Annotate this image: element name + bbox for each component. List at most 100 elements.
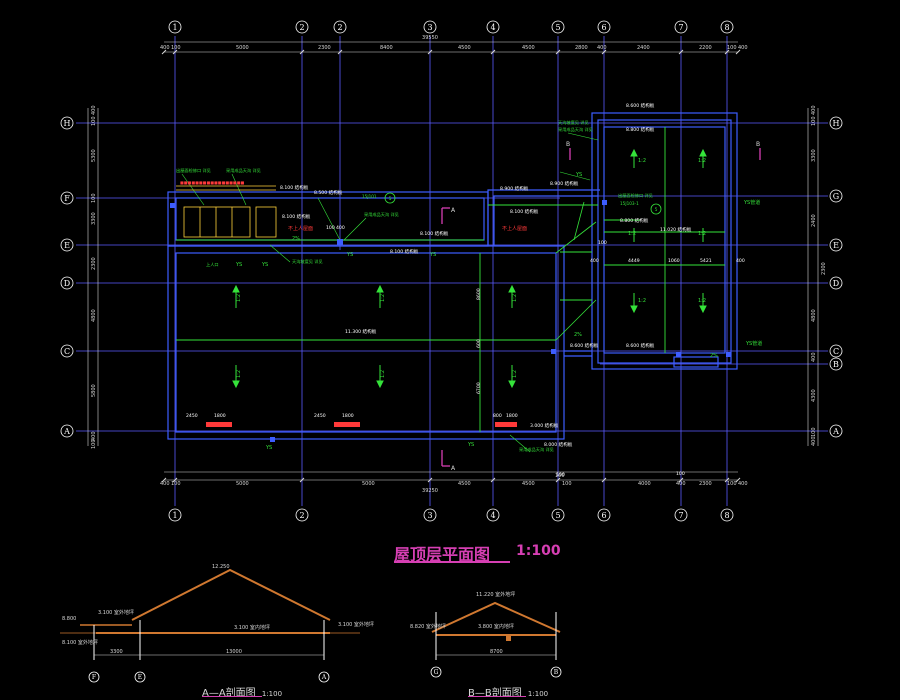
roof-lines: [176, 127, 725, 432]
svg-text:E: E: [833, 241, 839, 250]
svg-text:400: 400: [336, 225, 345, 231]
hip-lines: [555, 201, 597, 341]
svg-text:YS: YS: [429, 252, 436, 258]
stair-detail: [176, 185, 277, 238]
dim-top-total: 39550: [422, 35, 438, 41]
svg-text:2450: 2450: [314, 413, 326, 419]
svg-text:B: B: [554, 669, 559, 676]
svg-text:3300: 3300: [811, 149, 817, 162]
svg-text:1:2: 1:2: [638, 298, 646, 304]
svg-text:YS: YS: [575, 172, 582, 178]
svg-text:8.600 结构板: 8.600 结构板: [570, 342, 599, 349]
svg-text:4800: 4800: [811, 309, 817, 322]
svg-text:15J103-1: 15J103-1: [620, 201, 639, 206]
svg-text:8.600 结构板: 8.600 结构板: [626, 342, 655, 349]
svg-text:2300: 2300: [821, 262, 827, 275]
svg-text:100: 100: [598, 240, 607, 246]
hatch-box-labels: ■■■■■■■■■■■■■■■■■: [180, 180, 244, 185]
svg-text:100: 100: [562, 481, 572, 487]
svg-text:1:2: 1:2: [698, 298, 706, 304]
dimension-lines: [87, 41, 819, 481]
svg-text:F: F: [64, 194, 70, 203]
left-dimension-text: 400 100 5300 100 3300 2300 4800 5800 400…: [91, 105, 97, 449]
svg-text:2: 2: [337, 23, 342, 32]
svg-text:3.100 室外地坪: 3.100 室外地坪: [338, 621, 374, 628]
svg-text:8.600 结构板: 8.600 结构板: [626, 102, 655, 109]
svg-text:8.100 结构板: 8.100 结构板: [510, 208, 539, 215]
column-bubbles-top: [168, 20, 734, 34]
svg-text:11.220 室外地坪: 11.220 室外地坪: [476, 591, 515, 598]
drain-points: [170, 200, 731, 442]
svg-text:3.100 室内地坪: 3.100 室内地坪: [234, 624, 270, 631]
svg-text:2%: 2%: [292, 236, 300, 242]
section-marker-labels: A A B B: [451, 141, 760, 472]
svg-text:5: 5: [655, 207, 658, 213]
grid-lines: [76, 36, 828, 506]
svg-text:1:2: 1:2: [512, 370, 518, 378]
svg-text:400: 400: [811, 436, 817, 446]
ys-labels: YS YS YS YS YS管道 YS管道 YS YS 2% 2% 2% YS: [235, 172, 762, 451]
top-dimension-text: 39550 400 100 5000 2300 8400 4500 4500 2…: [160, 35, 748, 51]
main-title-underline: [394, 561, 510, 563]
svg-text:8.100 结构板: 8.100 结构板: [420, 230, 449, 237]
svg-text:8.100 结构板: 8.100 结构板: [280, 184, 309, 191]
svg-text:A: A: [451, 465, 456, 472]
svg-text:A: A: [63, 427, 70, 436]
svg-text:2400: 2400: [637, 45, 650, 51]
svg-text:G: G: [434, 669, 439, 676]
svg-text:100: 100: [811, 116, 817, 126]
svg-text:1:2: 1:2: [698, 231, 706, 237]
svg-text:D: D: [64, 279, 70, 288]
svg-text:3.800 室内地坪: 3.800 室内地坪: [478, 623, 514, 630]
svg-text:8: 8: [724, 511, 729, 520]
svg-text:1800: 1800: [506, 413, 518, 419]
svg-text:A: A: [451, 207, 456, 214]
svg-text:8.100 结构板: 8.100 结构板: [390, 248, 419, 255]
section-bb-underline: [468, 696, 526, 697]
svg-text:A: A: [321, 674, 327, 681]
svg-text:100: 100: [91, 193, 97, 203]
svg-text:1:2: 1:2: [628, 231, 636, 237]
svg-text:400: 400: [160, 45, 170, 51]
svg-text:400: 400: [736, 258, 745, 264]
main-title: 屋顶层平面图: [394, 545, 491, 564]
section-bb-scale: 1:100: [527, 690, 549, 698]
svg-text:■■■■■■■■■■■■■■■■■: ■■■■■■■■■■■■■■■■■: [180, 180, 244, 185]
section-bb: 11.220 室外地坪 8.820 室外地坪 3.800 室内地坪 8700 G…: [410, 591, 562, 678]
svg-text:YS: YS: [235, 262, 242, 268]
detail-index-labels: 5 5: [389, 196, 658, 213]
svg-text:12.250: 12.250: [212, 564, 230, 570]
svg-text:1800: 1800: [214, 413, 226, 419]
leader-lines: [181, 132, 599, 453]
svg-text:3: 3: [427, 511, 432, 520]
svg-text:3300: 3300: [91, 212, 97, 225]
svg-text:采用成品天沟 详见: 采用成品天沟 详见: [519, 446, 554, 453]
svg-text:400: 400: [811, 352, 817, 362]
svg-text:4000: 4000: [638, 481, 651, 487]
gutter-outlets: [206, 422, 517, 427]
svg-text:5: 5: [555, 23, 560, 32]
svg-text:600: 600: [476, 339, 482, 348]
svg-text:8.800 结构板: 8.800 结构板: [626, 126, 655, 133]
section-aa-scale: 1:100: [261, 690, 283, 698]
section-aa-title: A—A剖面图 1:100: [202, 684, 282, 699]
svg-text:不上人屋面: 不上人屋面: [502, 225, 527, 232]
svg-text:1:2: 1:2: [512, 294, 518, 302]
svg-text:4: 4: [490, 511, 495, 520]
svg-text:5300: 5300: [91, 149, 97, 162]
detail-index: [384, 192, 662, 215]
svg-text:8.800 结构板: 8.800 结构板: [620, 217, 649, 224]
svg-text:B: B: [756, 141, 760, 148]
column-labels-bottom: 1 2 3 4 5 6 7 8: [172, 511, 729, 520]
svg-text:8.900 结构板: 8.900 结构板: [500, 185, 529, 192]
svg-text:6: 6: [601, 23, 606, 32]
dim-bottom-total: 39250: [422, 488, 438, 494]
svg-text:400: 400: [160, 481, 170, 487]
elevation-labels: 8.600 结构板 8.800 结构板 8.100 结构板 8.500 结构板 …: [280, 102, 692, 448]
svg-text:H: H: [833, 119, 840, 128]
svg-text:400: 400: [597, 45, 607, 51]
svg-text:天沟坡度见 详见: 天沟坡度见 详见: [558, 119, 589, 126]
svg-text:B: B: [566, 141, 570, 148]
svg-text:800: 800: [493, 413, 502, 419]
